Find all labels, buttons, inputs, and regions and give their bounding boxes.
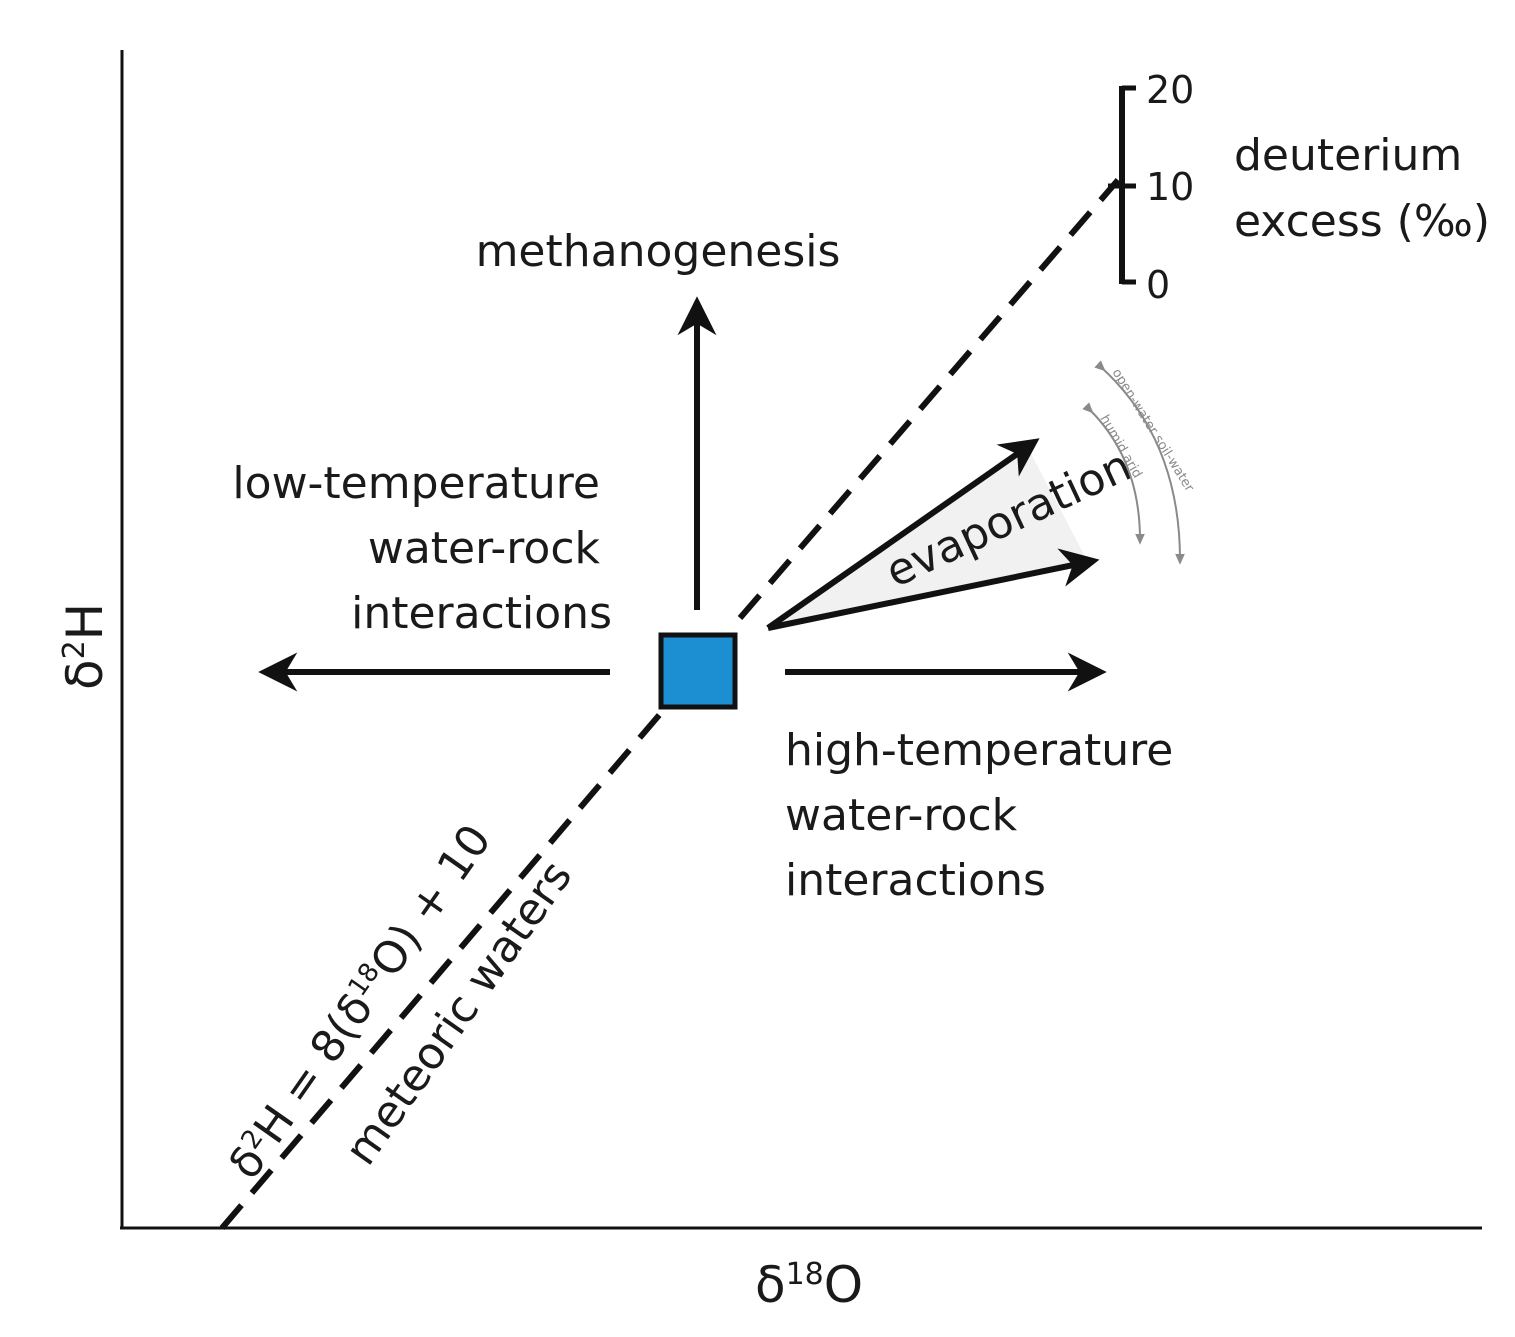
x-axis-label: δ18O: [755, 1256, 863, 1314]
deuterium-excess-label-1: deuterium: [1234, 130, 1462, 181]
meteoric-water-line-lower: [219, 698, 675, 1230]
evaporation-arrow-lower: [767, 548, 1100, 631]
evaporation-subcurve-inner: [1082, 402, 1145, 545]
methanogenesis-label: methanogenesis: [476, 226, 841, 277]
y-axis-label: δ2H: [56, 603, 114, 690]
high-temp-label-3: interactions: [785, 855, 1046, 906]
evaporation-wedge: [768, 448, 1088, 628]
excess-tick-10: 10: [1146, 165, 1194, 209]
sample-point: [658, 632, 738, 710]
excess-tick-0: 0: [1146, 263, 1170, 307]
meteoric-water-line-upper: [737, 178, 1121, 620]
deuterium-excess-label-2: excess (‰): [1234, 196, 1490, 247]
evaporation-arrow-upper: [766, 438, 1040, 631]
low-temp-label-2: water-rock: [368, 523, 601, 574]
high-temp-label-1: high-temperature: [785, 725, 1173, 776]
excess-tick-20: 20: [1146, 68, 1194, 112]
low-temp-label-3: interactions: [351, 588, 612, 639]
evaporation-subcurve-outer: [1094, 360, 1185, 565]
deuterium-excess-scale: [1108, 85, 1136, 285]
high-temp-label-2: water-rock: [785, 790, 1018, 841]
low-temp-label-1: low-temperature: [232, 458, 600, 509]
